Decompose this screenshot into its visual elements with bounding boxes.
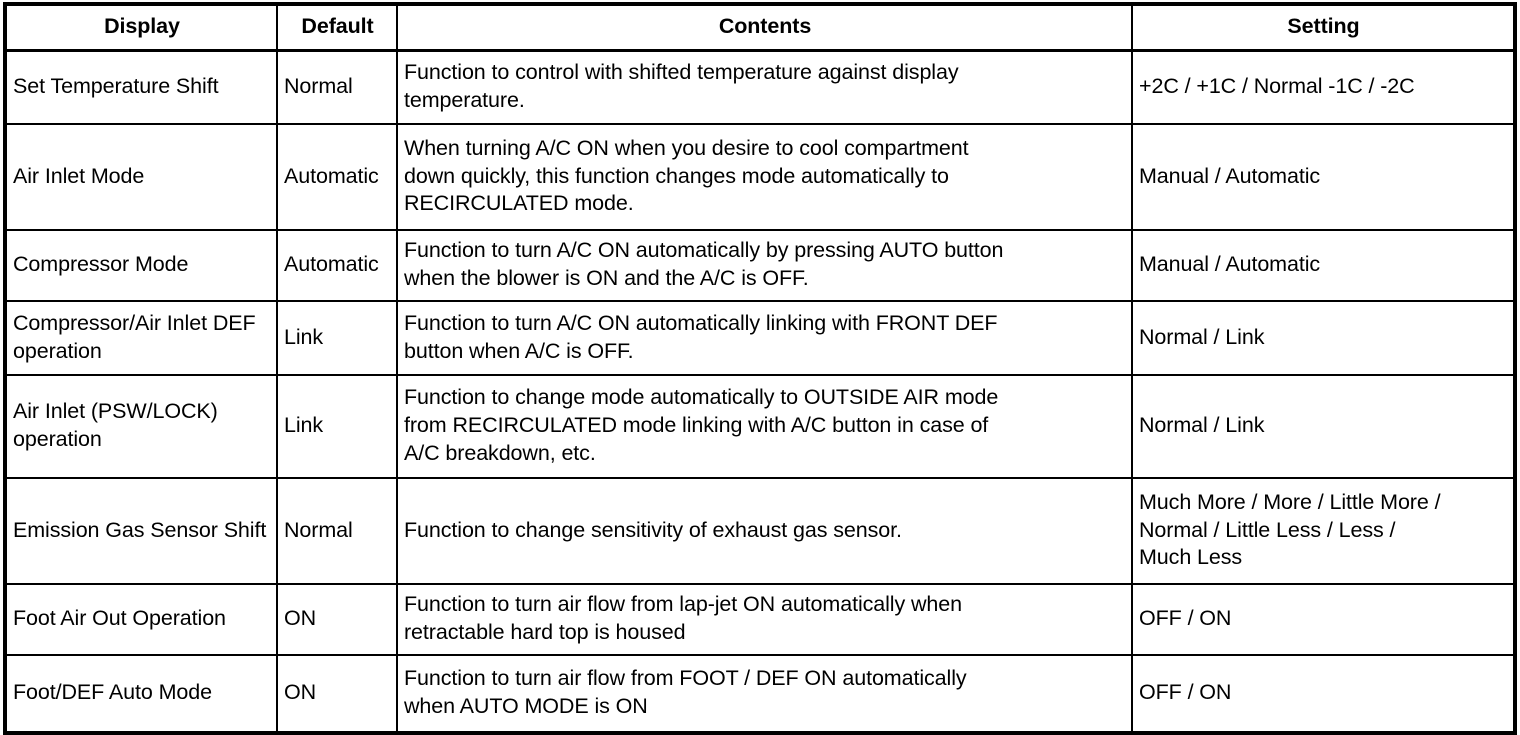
setting-line: OFF / ON [1139, 680, 1232, 705]
contents-line: down quickly, this function changes mode… [404, 163, 949, 188]
table-row: Foot/DEF Auto Mode ON Function to turn a… [4, 654, 1516, 734]
table-header: Display Default Contents Setting [4, 3, 1516, 52]
cell-contents: Function to change sensitivity of exhaus… [396, 477, 1133, 585]
cell-contents: When turning A/C ON when you desire to c… [396, 123, 1133, 231]
contents-line: retractable hard top is housed [404, 620, 686, 644]
cell-display: Compressor Mode [4, 229, 278, 302]
setting-line: Much Less [1139, 545, 1243, 570]
contents-line: when AUTO MODE is ON [404, 694, 648, 718]
cell-default: ON [276, 583, 398, 656]
cell-display: Set Temperature Shift [4, 49, 278, 125]
cell-display: Emission Gas Sensor Shift [4, 477, 278, 585]
contents-line: from RECIRCULATED mode linking with A/C … [404, 413, 989, 438]
contents-line: when the blower is ON and the A/C is OFF… [404, 266, 809, 290]
cell-contents: Function to turn air flow from lap-jet O… [396, 583, 1133, 656]
setting-line: Normal / Link [1139, 413, 1265, 438]
contents-line: Function to turn A/C ON automatically li… [404, 310, 998, 335]
setting-line: Normal / Link [1139, 324, 1265, 349]
contents-line: temperature. [404, 88, 525, 112]
table-row: Compressor/Air Inlet DEF operation Link … [4, 300, 1516, 376]
cell-setting: OFF / ON [1131, 654, 1516, 734]
table-row: Foot Air Out Operation ON Function to tu… [4, 583, 1516, 656]
table-row: Emission Gas Sensor Shift Normal Functio… [4, 477, 1516, 585]
setting-line: Much More / More / Little More / [1139, 489, 1441, 514]
ac-function-settings-table: Display Default Contents Setting Set Tem… [3, 2, 1517, 735]
setting-line: Manual / Automatic [1139, 252, 1321, 277]
cell-setting: Normal / Link [1131, 374, 1516, 479]
cell-setting: Manual / Automatic [1131, 229, 1516, 302]
table-header-row: Display Default Contents Setting [4, 3, 1516, 52]
cell-contents: Function to turn A/C ON automatically by… [396, 229, 1133, 302]
setting-line: Manual / Automatic [1139, 163, 1321, 188]
contents-line: Function to change sensitivity of exhaus… [404, 517, 902, 542]
cell-default: ON [276, 654, 398, 734]
cell-setting: +2C / +1C / Normal -1C / -2C [1131, 49, 1516, 125]
cell-setting: Manual / Automatic [1131, 123, 1516, 231]
cell-default: Automatic [276, 123, 398, 231]
column-header-contents: Contents [396, 3, 1133, 52]
cell-contents: Function to turn A/C ON automatically li… [396, 300, 1133, 376]
table-row: Set Temperature Shift Normal Function to… [4, 49, 1516, 125]
contents-line: Function to change mode automatically to… [404, 385, 999, 410]
contents-line: button when A/C is OFF. [404, 338, 634, 363]
cell-display: Air Inlet Mode [4, 123, 278, 231]
table-body: Set Temperature Shift Normal Function to… [4, 49, 1516, 734]
cell-default: Normal [276, 477, 398, 585]
setting-line: +2C / +1C / Normal -1C / -2C [1139, 74, 1415, 99]
table-row: Air Inlet (PSW/LOCK) operation Link Func… [4, 374, 1516, 479]
contents-line: Function to control with shifted tempera… [404, 60, 959, 85]
cell-contents: Function to control with shifted tempera… [396, 49, 1133, 125]
column-header-default: Default [276, 3, 398, 52]
setting-line: Normal / Little Less / Less / [1139, 517, 1396, 542]
cell-display: Compressor/Air Inlet DEF operation [4, 300, 278, 376]
contents-line: Function to turn air flow from FOOT / DE… [404, 666, 967, 691]
contents-line: Function to turn air flow from lap-jet O… [404, 592, 963, 617]
setting-line: OFF / ON [1139, 606, 1232, 631]
cell-setting: Normal / Link [1131, 300, 1516, 376]
table-row: Air Inlet Mode Automatic When turning A/… [4, 123, 1516, 231]
cell-default: Link [276, 300, 398, 376]
table-row: Compressor Mode Automatic Function to tu… [4, 229, 1516, 302]
contents-line: RECIRCULATED mode. [404, 191, 634, 216]
contents-line: A/C breakdown, etc. [404, 440, 596, 465]
cell-default: Automatic [276, 229, 398, 302]
contents-line: When turning A/C ON when you desire to c… [404, 135, 969, 160]
column-header-setting: Setting [1131, 3, 1516, 52]
cell-default: Normal [276, 49, 398, 125]
contents-line: Function to turn A/C ON automatically by… [404, 238, 1004, 263]
cell-setting: OFF / ON [1131, 583, 1516, 656]
cell-default: Link [276, 374, 398, 479]
cell-setting: Much More / More / Little More / Normal … [1131, 477, 1516, 585]
cell-display: Air Inlet (PSW/LOCK) operation [4, 374, 278, 479]
cell-display: Foot Air Out Operation [4, 583, 278, 656]
cell-display: Foot/DEF Auto Mode [4, 654, 278, 734]
cell-contents: Function to change mode automatically to… [396, 374, 1133, 479]
column-header-display: Display [4, 3, 278, 52]
cell-contents: Function to turn air flow from FOOT / DE… [396, 654, 1133, 734]
